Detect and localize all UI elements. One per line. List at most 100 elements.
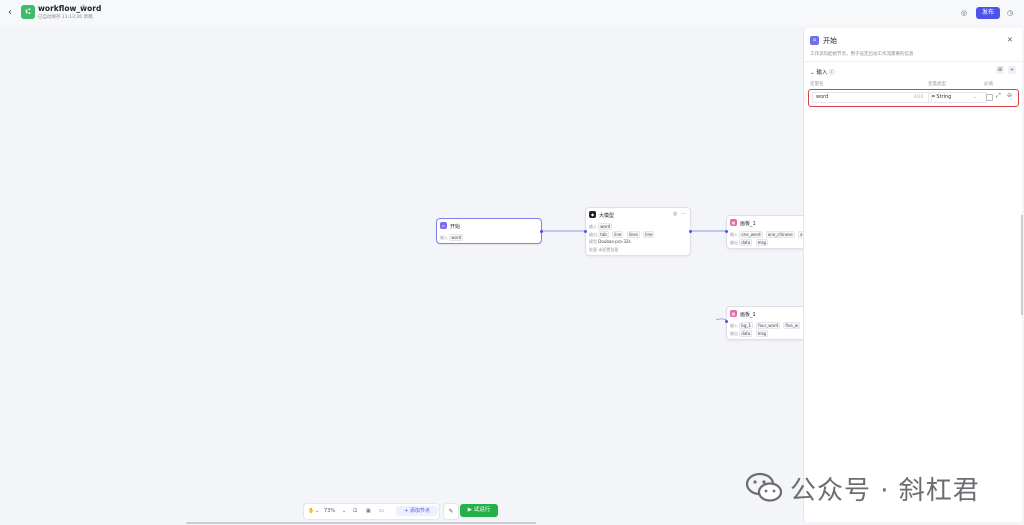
chevron-down-icon: ⌄ xyxy=(810,70,817,76)
llm-output-tag: tab xyxy=(598,231,609,238)
llm-output-row: 输出 tab line lines line xyxy=(589,231,656,238)
horizontal-scrollbar[interactable] xyxy=(186,522,536,524)
image-node-title: 画板_1 xyxy=(740,221,756,227)
image-node-title: 画板_1 xyxy=(740,312,756,318)
tools-button[interactable]: ✎ xyxy=(443,503,459,520)
start-node-port[interactable] xyxy=(540,230,543,233)
column-name: 变量名 xyxy=(810,82,824,87)
image1-output-tag: msg xyxy=(755,239,769,246)
image-node-icon: ▦ xyxy=(730,310,737,317)
remove-icon[interactable]: ⊖ xyxy=(1007,92,1013,99)
image2-output-row: 输出 data msg xyxy=(730,330,770,337)
chevron-down-icon[interactable]: ⌄ xyxy=(342,508,347,514)
chevron-left-icon[interactable]: ‹ xyxy=(8,7,12,18)
start-node[interactable]: ⌂ 开始 输入 word xyxy=(436,218,543,244)
llm-run-icon[interactable]: ◎ xyxy=(673,211,678,217)
publish-button[interactable]: 发布 xyxy=(976,7,1000,19)
start-node-title: 开始 xyxy=(450,224,461,230)
minimap-icon[interactable]: ▭ xyxy=(379,508,384,514)
import-icon[interactable]: ⊞ xyxy=(996,66,1004,74)
start-node-icon: ⌂ xyxy=(810,36,819,45)
image1-output-row: 输出 data msg xyxy=(730,239,770,246)
hand-icon[interactable]: ✋ xyxy=(308,508,315,514)
panel-divider xyxy=(804,61,1022,62)
autosave-status: 已自动保存 11:13:26 草稿 xyxy=(38,15,93,20)
start-node-panel: ⌂ 开始 ✕ 工作流的起始节点，用于设定启动工作流需要的信息 ⌄ 输入 ⓘ ⊞ … xyxy=(803,28,1022,522)
start-output-label: 输入 xyxy=(440,235,448,240)
llm-node[interactable]: ◆ 大模型 ◎ ⋯ 输入 word 输出 tab line lines line… xyxy=(584,207,692,256)
zoom-level[interactable]: 73% xyxy=(324,508,336,514)
image2-output-tag: data xyxy=(739,330,753,337)
grid-icon[interactable]: ▦ xyxy=(366,508,371,514)
image1-output-label: 输出 xyxy=(730,240,738,245)
image2-output-tag: msg xyxy=(755,330,769,337)
expand-icon[interactable]: ⤢ xyxy=(996,92,1001,99)
image2-in-port[interactable] xyxy=(725,320,728,323)
llm-model-row: 模型 Doubao-pro-32k xyxy=(589,239,631,245)
input-section-header[interactable]: ⌄ 输入 ⓘ xyxy=(810,68,835,76)
image2-input-tag: bg_1 xyxy=(739,322,753,329)
variable-type-select[interactable]: ⌗ String xyxy=(928,92,987,103)
fit-view-icon[interactable]: ⊡ xyxy=(353,508,358,514)
image2-input-row: 输入 bg_1 four_word five_w xyxy=(730,322,802,329)
image2-input-tag: five_w xyxy=(783,322,800,329)
llm-batch-row: 批量 未配置批量 xyxy=(589,247,618,253)
start-node-icon: ⌂ xyxy=(440,222,447,229)
top-bar: ‹ ⑆ workflow_word ✎ 已自动保存 11:13:26 草稿 ◎ … xyxy=(0,0,1024,26)
llm-batch-value: 未配置批量 xyxy=(598,247,619,252)
llm-node-icon: ◆ xyxy=(589,211,596,218)
llm-batch-label: 批量 xyxy=(589,247,597,252)
workflow-icon: ⑆ xyxy=(21,5,35,19)
info-icon: ⓘ xyxy=(827,70,835,76)
char-count: 4/20 xyxy=(914,94,923,99)
image1-output-tag: data xyxy=(739,239,753,246)
image2-input-tag: four_word xyxy=(756,322,781,329)
workflow-title: workflow_word xyxy=(38,4,102,13)
llm-node-out-port[interactable] xyxy=(689,230,692,233)
llm-output-tag: line xyxy=(612,231,624,238)
llm-model-label: 模型 xyxy=(589,239,597,244)
llm-output-tag: lines xyxy=(626,231,640,238)
variable-row: word 4/20 ⌗ String ⌄ ⤢ ⊖ xyxy=(808,89,1019,107)
add-node-button[interactable]: + 添加节点 xyxy=(396,506,438,516)
type-icon: ⌗ xyxy=(932,94,937,100)
watermark-text: 公众号 · 斜杠君 xyxy=(790,476,980,506)
required-checkbox[interactable] xyxy=(986,94,993,101)
start-node-output: 输入 word xyxy=(440,234,465,241)
start-output-tag: word xyxy=(449,234,464,241)
llm-input-label: 输入 xyxy=(589,224,597,229)
chevron-down-icon[interactable]: ⌄ xyxy=(973,94,977,99)
canvas-toolbar: ✋ ⌄ 73% ⌄ ⊡ ▦ ▭ + 添加节点 xyxy=(303,503,440,520)
close-icon[interactable]: ✕ xyxy=(1007,36,1013,44)
chevron-down-icon[interactable]: ⌄ xyxy=(315,508,320,514)
llm-output-tag: line xyxy=(643,231,655,238)
add-variable-button[interactable]: + xyxy=(1008,66,1016,74)
wechat-icon xyxy=(745,472,783,502)
llm-node-in-port[interactable] xyxy=(584,230,587,233)
image1-input-label: 输入 xyxy=(730,232,738,237)
image2-output-label: 输出 xyxy=(730,331,738,336)
test-run-button[interactable]: ▶ 试运行 xyxy=(460,504,498,517)
plus-icon: + xyxy=(404,508,410,514)
column-required: 必填 xyxy=(984,82,993,87)
play-icon: ▶ xyxy=(467,507,474,513)
panel-description: 工作流的起始节点，用于设定启动工作流需要的信息 xyxy=(810,52,914,57)
vertical-scrollbar[interactable] xyxy=(1021,215,1023,315)
image1-input-row: 输入 one_word one_chinese a xyxy=(730,231,806,238)
edit-icon[interactable]: ✎ xyxy=(82,4,88,11)
input-section-label: 输入 xyxy=(816,70,828,76)
image1-input-tag: one_word xyxy=(739,231,763,238)
image1-in-port[interactable] xyxy=(725,230,728,233)
variable-name-input[interactable]: word xyxy=(812,92,932,103)
llm-node-title: 大模型 xyxy=(599,213,615,219)
settings-icon[interactable]: ◎ xyxy=(961,9,968,17)
add-node-label: 添加节点 xyxy=(409,508,430,514)
history-icon[interactable]: ◷ xyxy=(1007,9,1014,17)
image-node-icon: ▦ xyxy=(730,219,737,226)
llm-input-row: 输入 word xyxy=(589,223,614,230)
llm-output-label: 输出 xyxy=(589,232,597,237)
image-node-1[interactable]: ▦ 画板_1 输入 one_word one_chinese a 输出 data… xyxy=(725,215,818,249)
more-icon[interactable]: ⋯ xyxy=(681,211,686,217)
image2-input-label: 输入 xyxy=(730,323,738,328)
llm-input-tag: word xyxy=(598,223,613,230)
